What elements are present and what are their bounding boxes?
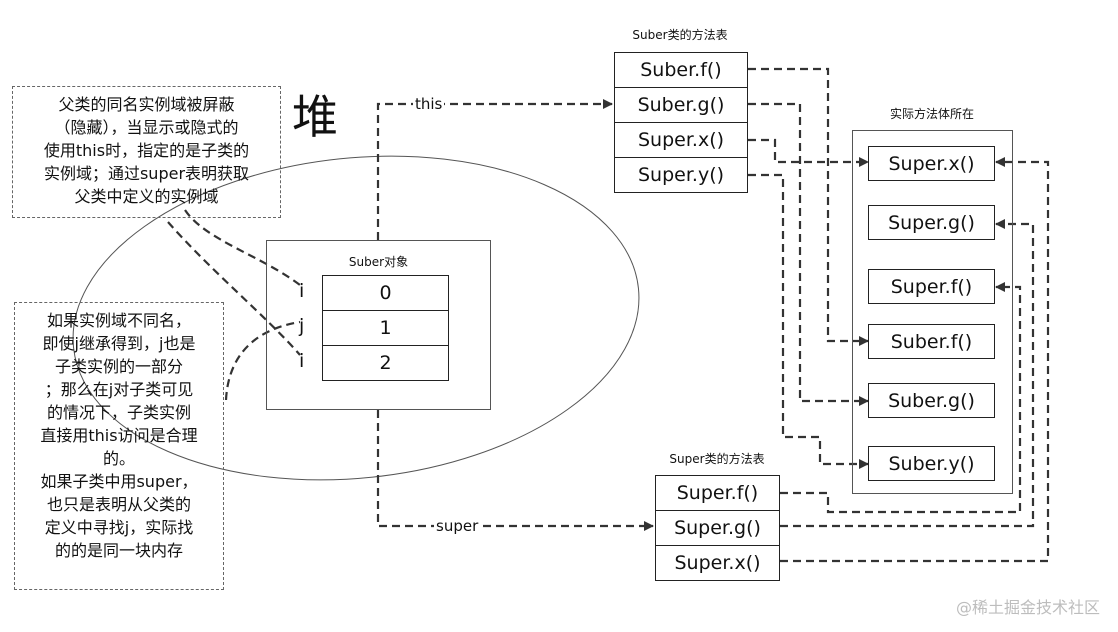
method-entry-superf: Super.f(): [655, 475, 780, 511]
note-line: 的的是同一块内存: [54, 541, 183, 560]
field-name-i: i: [299, 280, 305, 302]
note-line: 也只是表明从父类的: [46, 495, 191, 514]
arrow-super-g: [780, 219, 1035, 528]
note-line: ；那么在j对子类可见: [44, 380, 194, 399]
arrow-suber-g: [748, 102, 869, 406]
note-line: 直接用this访问是合理: [40, 426, 198, 445]
method-entry-superx: Super.x(): [614, 122, 748, 158]
note-line: 父类的同名实例域被屏蔽: [58, 95, 235, 114]
super-arrow: [376, 410, 654, 531]
note-line: 如果实例域不同名，: [46, 311, 191, 330]
arrow-suber-f: [748, 67, 869, 346]
note-line: 即使j继承得到，j也是: [42, 334, 196, 353]
method-body-suberg: Suber.g(): [868, 383, 995, 418]
arrow-super-f: [780, 282, 1022, 514]
method-body-superg: Super.g(): [868, 205, 995, 240]
method-body-subery: Suber.y(): [868, 446, 995, 481]
note-inherited-field-explanation: 如果实例域不同名， 即使j继承得到，j也是子类实例的一部分 ；那么在j对子类可见的情…: [14, 302, 224, 590]
super-arrow-label: super: [434, 517, 481, 535]
note-line: 的。: [102, 449, 135, 468]
method-body-suberf: Suber.f(): [868, 324, 995, 359]
connector-top-note-to-i2: [167, 221, 301, 356]
method-entry-supery: Super.y(): [614, 157, 748, 193]
method-body-superf: Super.f(): [868, 269, 995, 304]
note-connectors: [167, 209, 301, 401]
note-line: 父类中定义的实例域: [74, 187, 219, 206]
field-value-cell: 2: [322, 345, 449, 381]
method-bodies-title: 实际方法体所在: [889, 107, 974, 121]
suber-object-frame: [266, 240, 491, 410]
field-name-i: i: [299, 350, 305, 372]
note-line: 的情况下，子类实例: [46, 403, 191, 422]
field-value-cell: 1: [322, 310, 449, 346]
suber-object-title: Suber对象: [348, 255, 409, 269]
method-bodies-frame: [852, 130, 1013, 494]
note-line: （隐藏），当显示或隐式的: [54, 118, 239, 137]
suber-method-table: Suber.f()Suber.g()Super.x()Super.y(): [614, 52, 748, 193]
note-line: 使用this时，指定的是子类的: [43, 141, 250, 160]
connector-top-note-to-i: [184, 209, 301, 286]
suber-table-arrows: [748, 67, 869, 469]
note-line: 子类实例的一部分: [54, 357, 183, 376]
super-method-table: Super.f()Super.g()Super.x(): [655, 475, 780, 581]
heap-label: 堆: [292, 90, 338, 144]
method-entry-superg: Super.g(): [655, 510, 780, 546]
method-entry-superx: Super.x(): [655, 545, 780, 581]
arrow-suber-x: [748, 138, 869, 167]
heap-ellipse: [72, 155, 640, 481]
connector-bottom-note-to-j: [224, 320, 301, 401]
watermark: @稀土掘金技术社区: [955, 598, 1100, 617]
this-arrow: [376, 99, 613, 240]
field-value-cell: 0: [322, 275, 449, 311]
suber-method-table-title: Suber类的方法表: [632, 28, 728, 42]
method-entry-suberg: Suber.g(): [614, 87, 748, 123]
note-line: 定义中寻找j，实际找: [44, 518, 194, 537]
object-arrows: [376, 99, 654, 531]
super-table-arrows: [780, 157, 1050, 563]
field-name-j: j: [299, 315, 305, 337]
this-arrow-label: this: [413, 95, 445, 113]
arrow-super-x: [780, 157, 1050, 563]
arrow-suber-y: [748, 173, 869, 469]
method-entry-suberf: Suber.f(): [614, 52, 748, 88]
method-body-superx: Super.x(): [868, 146, 995, 181]
note-hidden-field-explanation: 父类的同名实例域被屏蔽 （隐藏），当显示或隐式的使用this时，指定的是子类的实例…: [12, 86, 281, 218]
note-line: 如果子类中用super，: [40, 472, 198, 491]
note-line: 实例域；通过super表明获取: [43, 164, 250, 183]
super-method-table-title: Super类的方法表: [669, 452, 765, 466]
